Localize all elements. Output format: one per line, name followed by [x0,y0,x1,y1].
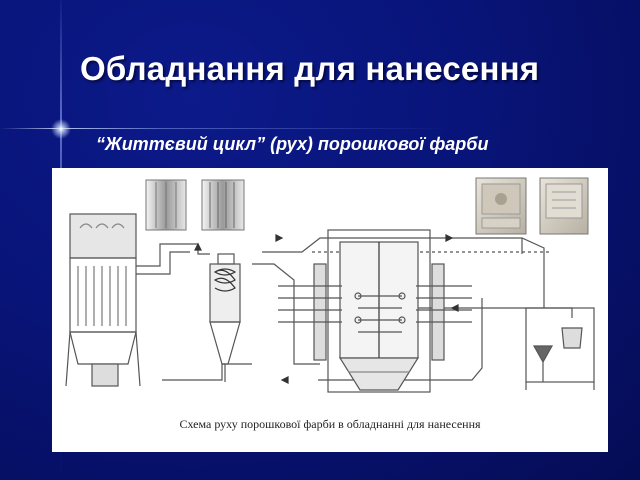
filter-cartridge-photo-1 [145,179,187,231]
diagram-caption: Схема руху порошкової фарби в обладнанні… [179,417,481,431]
equipment-diagram: Схема руху порошкової фарби в обладнанні… [52,168,608,452]
control-cabinet-photo-1 [475,177,527,235]
flow-arrows [194,234,459,384]
powder-feed-unit [525,307,595,390]
spray-guns-right [416,263,472,361]
decorative-horizontal-line [0,128,640,129]
filter-unit [65,213,141,387]
control-cabinet-photo-2 [539,177,589,235]
filter-cartridge-photo-2 [201,179,245,231]
spray-booth [327,229,431,393]
slide-title: Обладнання для нанесення [80,50,540,87]
center-gun-rack [354,292,406,333]
cyclone-separator [209,253,241,382]
diagram-drawing [65,177,595,393]
sparkle-icon [51,119,71,139]
slide-subtitle: “Життєвий цикл” (рух) порошкової фарби [96,134,489,154]
spray-guns-left [278,263,342,361]
